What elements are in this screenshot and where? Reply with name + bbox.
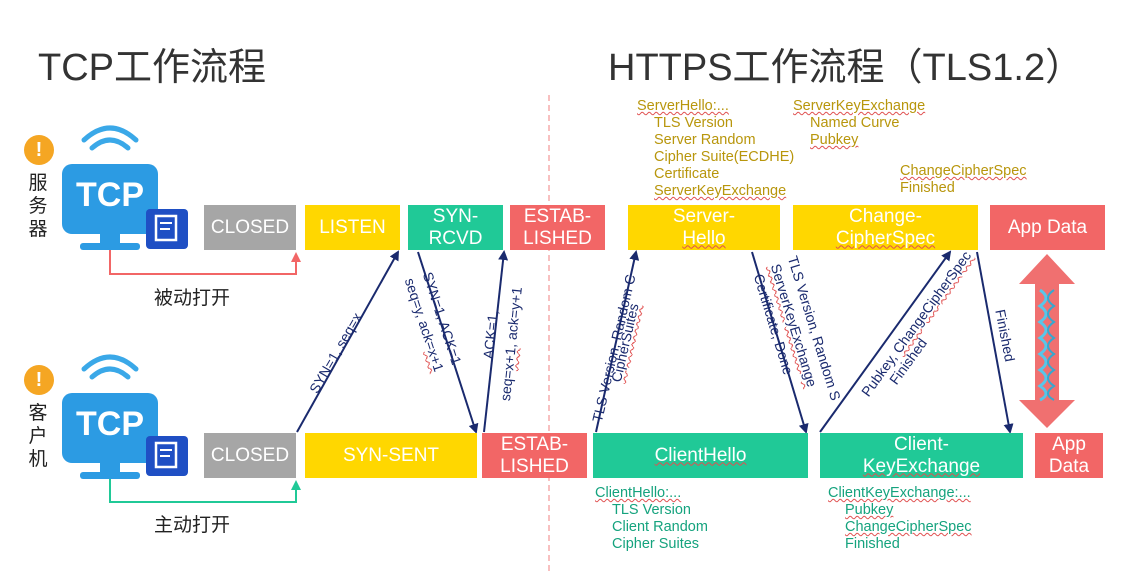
- client-label: 客户机: [28, 403, 48, 470]
- server-warning-icon: !: [24, 135, 54, 165]
- passive-open-connector: [109, 250, 301, 275]
- arrow-ack: [483, 250, 509, 433]
- arrow-client-key-exchange: [819, 250, 952, 433]
- state-client-closed: CLOSED: [204, 433, 296, 478]
- passive-open-label: 被动打开: [154, 288, 231, 309]
- note-client-key-exchange: ClientKeyExchange:... Pubkey ChangeCiphe…: [828, 485, 972, 552]
- note-server-key-exchange: ServerKeyExchange Named Curve Pubkey: [793, 98, 926, 148]
- state-syn-rcvd: SYN-RCVD: [408, 205, 503, 250]
- arrow-synack: [417, 251, 479, 434]
- tcp-title: TCP工作流程: [38, 47, 267, 89]
- note-server-hello: ServerHello:... TLS Version Server Rando…: [637, 98, 795, 199]
- https-title: HTTPS工作流程（TLS1.2）: [608, 47, 1084, 89]
- note-client-hello: ClientHello:... TLS Version Client Rando…: [595, 485, 708, 552]
- arrow-syn: [296, 250, 399, 433]
- app-data-exchange-arrow: [1019, 254, 1075, 428]
- state-client-established: ESTAB-LISHED: [482, 433, 587, 478]
- state-listen: LISTEN: [305, 205, 400, 250]
- arrow-server-hello: [751, 251, 809, 434]
- state-app-data-server: App Data: [990, 205, 1105, 250]
- server-monitor-icon: [62, 125, 188, 250]
- state-server-closed: CLOSED: [204, 205, 296, 250]
- state-change-cipher-spec: Change-CipherSpec: [793, 205, 978, 250]
- arrow-client-hello: [595, 250, 640, 433]
- client-monitor-icon: [62, 354, 188, 479]
- active-open-connector: [109, 479, 301, 503]
- state-client-hello: ClientHello: [593, 433, 808, 478]
- active-open-label: 主动打开: [154, 515, 231, 536]
- arrow-finished: [976, 251, 1014, 434]
- state-syn-sent: SYN-SENT: [305, 433, 477, 478]
- state-server-established: ESTAB-LISHED: [510, 205, 605, 250]
- note-change-cipher-spec: ChangeCipherSpec Finished: [900, 163, 1027, 196]
- client-icon-text: TCP: [76, 405, 144, 443]
- server-label: 服务器: [28, 173, 48, 240]
- server-icon-text: TCP: [76, 176, 144, 214]
- state-client-key-exchange: Client-KeyExchange: [820, 433, 1023, 478]
- state-server-hello: Server-Hello: [628, 205, 780, 250]
- client-warning-icon: !: [24, 365, 54, 395]
